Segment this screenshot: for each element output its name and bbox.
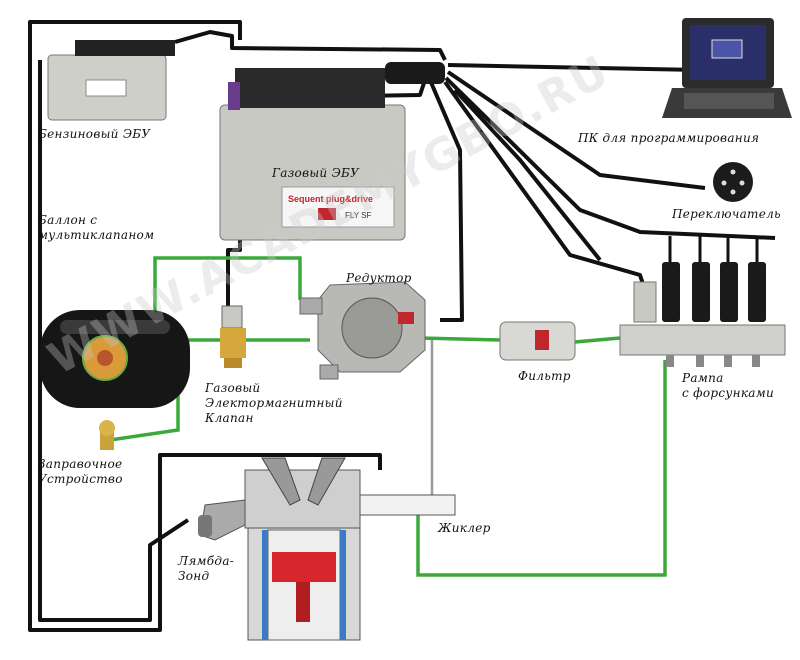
gas-valve: [220, 305, 246, 368]
label-pc: ПК для программирования: [578, 131, 760, 145]
nozzle-3: [724, 355, 732, 367]
wiring: [28, 20, 776, 632]
label-gas-ecu: Газовый ЭБУ: [272, 166, 360, 180]
label-reducer: Редуктор: [346, 271, 412, 285]
cylinder-wall-right: [340, 530, 346, 640]
wire-switch: [446, 70, 706, 190]
switch-body: [713, 162, 753, 202]
switch-led-left: [721, 180, 727, 186]
gas-valve-body: [220, 328, 246, 358]
injector-4: [748, 262, 766, 322]
injector-2: [692, 262, 710, 322]
label-lambda-line2: Зонд: [178, 569, 210, 583]
label-jet: Жиклер: [438, 521, 491, 535]
gas-ecu-badge-logo: [318, 208, 336, 220]
filler-cap: [99, 420, 115, 436]
petrol-ecu-connector: [75, 40, 175, 56]
wire-tank: [453, 88, 602, 262]
switch-led-bottom: [730, 189, 736, 195]
petrol-ecu-sticker: [85, 79, 127, 97]
laptop: [662, 18, 792, 118]
filter: [499, 321, 576, 361]
label-lambda: Лямбда- Зонд: [178, 554, 234, 584]
wire-petrol-ecu: [174, 30, 447, 61]
gas-ecu-badge: [281, 186, 395, 228]
switch: [713, 162, 753, 202]
label-lambda-line1: Лямбда-: [178, 554, 235, 568]
label-gas-valve-line2: Электормагнитный: [205, 396, 343, 410]
label-tank: Баллон с мультиклапаном: [38, 213, 154, 243]
wire-lambda: [38, 60, 190, 622]
valve-right: [307, 457, 346, 506]
piston: [272, 552, 336, 582]
label-rail-line2: с форсунками: [682, 386, 775, 400]
map-sensor: [633, 281, 657, 323]
multivalve-center: [97, 350, 113, 366]
intake-manifold: [359, 494, 456, 516]
gas-valve-coil: [221, 305, 243, 329]
tank-highlight: [60, 320, 170, 334]
wire-injectors: [444, 76, 776, 240]
nozzle-2: [696, 355, 704, 367]
nozzle-1: [666, 355, 674, 367]
pipe-reducer-to-filter: [419, 336, 501, 342]
label-filler-line1: Заправочное: [38, 457, 123, 471]
label-tank-line2: мультиклапаном: [38, 228, 155, 242]
gas-ecu-connector: [235, 68, 385, 108]
filter-label: [535, 330, 549, 350]
label-filler-line2: Устройство: [38, 472, 123, 486]
cylinder-head: [244, 469, 361, 529]
valve-left: [261, 457, 301, 506]
reducer-logo: [398, 312, 414, 324]
nozzle-4: [752, 355, 760, 367]
label-gas-valve: Газовый Электормагнитный Клапан: [205, 381, 343, 426]
tank: [40, 310, 190, 408]
pipe-tank-up: [153, 256, 302, 322]
label-gas-valve-line1: Газовый: [205, 381, 261, 395]
label-filler: Заправочное Устройство: [38, 457, 123, 487]
label-petrol-ecu: Бензиновый ЭБУ: [38, 127, 151, 141]
reducer: [299, 281, 426, 380]
gas-ecu-connector-clip: [228, 82, 240, 110]
gas-ecu: Sequent plug&drive FLY SF: [219, 62, 445, 241]
laptop-screen-window: [711, 39, 743, 59]
petrol-ecu: [47, 40, 175, 121]
label-tank-line1: Баллон с: [38, 213, 98, 227]
pipe-filter-to-rail: [574, 336, 621, 344]
label-filter: Фильтр: [518, 369, 571, 383]
label-switch: Переключатель: [672, 207, 781, 221]
injector-1: [662, 262, 680, 322]
connecting-rod: [296, 582, 310, 622]
reducer-port-bottom: [319, 364, 339, 380]
wire-reducer: [428, 79, 464, 322]
pipe-rail-to-manifold: [416, 360, 667, 577]
laptop-keyboard: [684, 93, 774, 109]
filler: [99, 420, 115, 450]
lambda-sensor: [198, 515, 212, 537]
injector-wires: [668, 236, 759, 262]
wire-pc: [447, 63, 701, 72]
reducer-port-left: [299, 297, 323, 315]
injector-rail: [619, 262, 786, 367]
rail-body: [619, 324, 786, 356]
injector-3: [720, 262, 738, 322]
cylinder-wall-left: [262, 530, 268, 640]
gas-valve-nut: [224, 358, 242, 368]
gas-ecu-badge-model: FLY SF: [345, 211, 371, 220]
label-rail: Рампа с форсунками: [682, 371, 774, 401]
switch-led-right: [739, 180, 745, 186]
gas-ecu-plug: [385, 62, 445, 84]
gas-ecu-badge-brand: Sequent plug&drive: [288, 194, 373, 204]
wire-left-loop: [28, 20, 382, 632]
engine: [198, 457, 456, 641]
label-gas-valve-line3: Клапан: [205, 411, 254, 425]
reducer-cover: [341, 297, 403, 359]
label-rail-line1: Рампа: [682, 371, 724, 385]
switch-led-top: [730, 169, 736, 175]
